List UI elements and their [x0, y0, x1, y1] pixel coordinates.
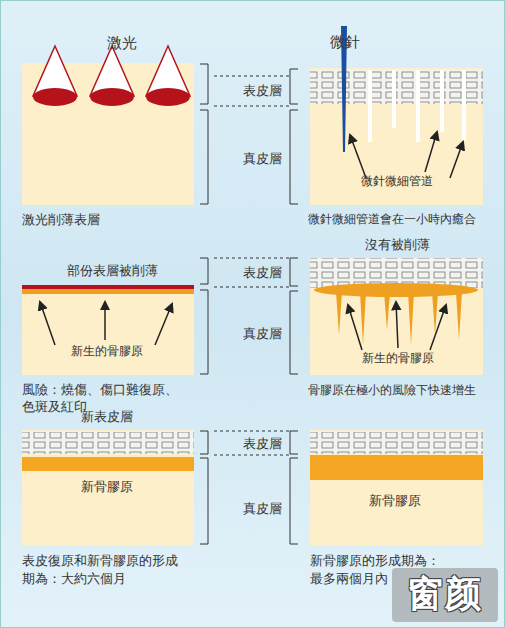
skin-panel: 部份表層被削薄新生的骨膠原風險：燒傷、傷口難復原、色斑及紅印 [22, 285, 194, 375]
arrows [350, 132, 463, 178]
skin-panel: 微針微針微細管道微針微細管道會在一小時內癒合 [310, 68, 483, 205]
dermis-panel [310, 258, 483, 375]
collagen-band [22, 457, 194, 471]
heading-label: 激光 [92, 33, 152, 53]
layer-label: 表皮層 [232, 82, 292, 100]
caption-text: 激光削薄表層 [22, 211, 194, 229]
laser-cones [33, 46, 190, 106]
dermis-panel [22, 430, 194, 545]
thinned-layer [22, 285, 194, 289]
layer-label: 表皮層 [232, 264, 292, 282]
inner-label: 新骨膠原 [340, 492, 450, 510]
dermis-panel [310, 430, 483, 545]
epidermis-cells [22, 432, 194, 454]
heading-label: 微針 [320, 32, 370, 52]
layer-label: 表皮層 [232, 435, 292, 453]
micro-channels [368, 70, 466, 142]
caption-text: 骨膠原在極小的風險下快速增生 [308, 382, 490, 398]
heading-label: 部份表層被削薄 [37, 262, 187, 280]
epidermis-cells [310, 70, 483, 104]
arrows [348, 302, 446, 350]
inner-label: 新骨膠原 [52, 478, 162, 496]
inner-label: 微針微細管道 [332, 173, 462, 189]
caption-text: 微針微細管道會在一小時內癒合 [308, 211, 490, 227]
layer-label: 真皮層 [232, 325, 292, 343]
layer-brackets [200, 64, 298, 544]
dermis-panel [22, 285, 194, 375]
skin-panel: 新表皮層新骨膠原表皮復原和新骨膠原的形成期為：大約六個月 [22, 430, 194, 545]
watermark-bg [392, 568, 498, 622]
skin-panel: 沒有被削薄新生的骨膠原骨膠原在極小的風險下快速增生 [310, 258, 483, 375]
arrows [40, 302, 172, 345]
skin-panel: 激光激光削薄表層 [22, 63, 194, 205]
collagen-band [310, 455, 483, 480]
skin-panel: 新骨膠原新骨膠原的形成期為：最多兩個月內 [310, 430, 483, 545]
heading-label: 沒有被削薄 [340, 236, 455, 254]
inner-label: 新生的骨膠原 [42, 343, 172, 359]
inner-label: 新生的骨膠原 [335, 350, 460, 366]
dermis-panel [310, 68, 483, 205]
heading-label: 新表皮層 [52, 408, 162, 426]
epidermis-cells [310, 432, 483, 454]
collagen-line [22, 289, 194, 294]
watermark: 窗颜 [395, 570, 495, 619]
layer-label: 真皮層 [232, 150, 292, 168]
layer-label: 真皮層 [232, 500, 292, 518]
caption-text: 表皮復原和新骨膠原的形成期為：大約六個月 [22, 552, 182, 587]
